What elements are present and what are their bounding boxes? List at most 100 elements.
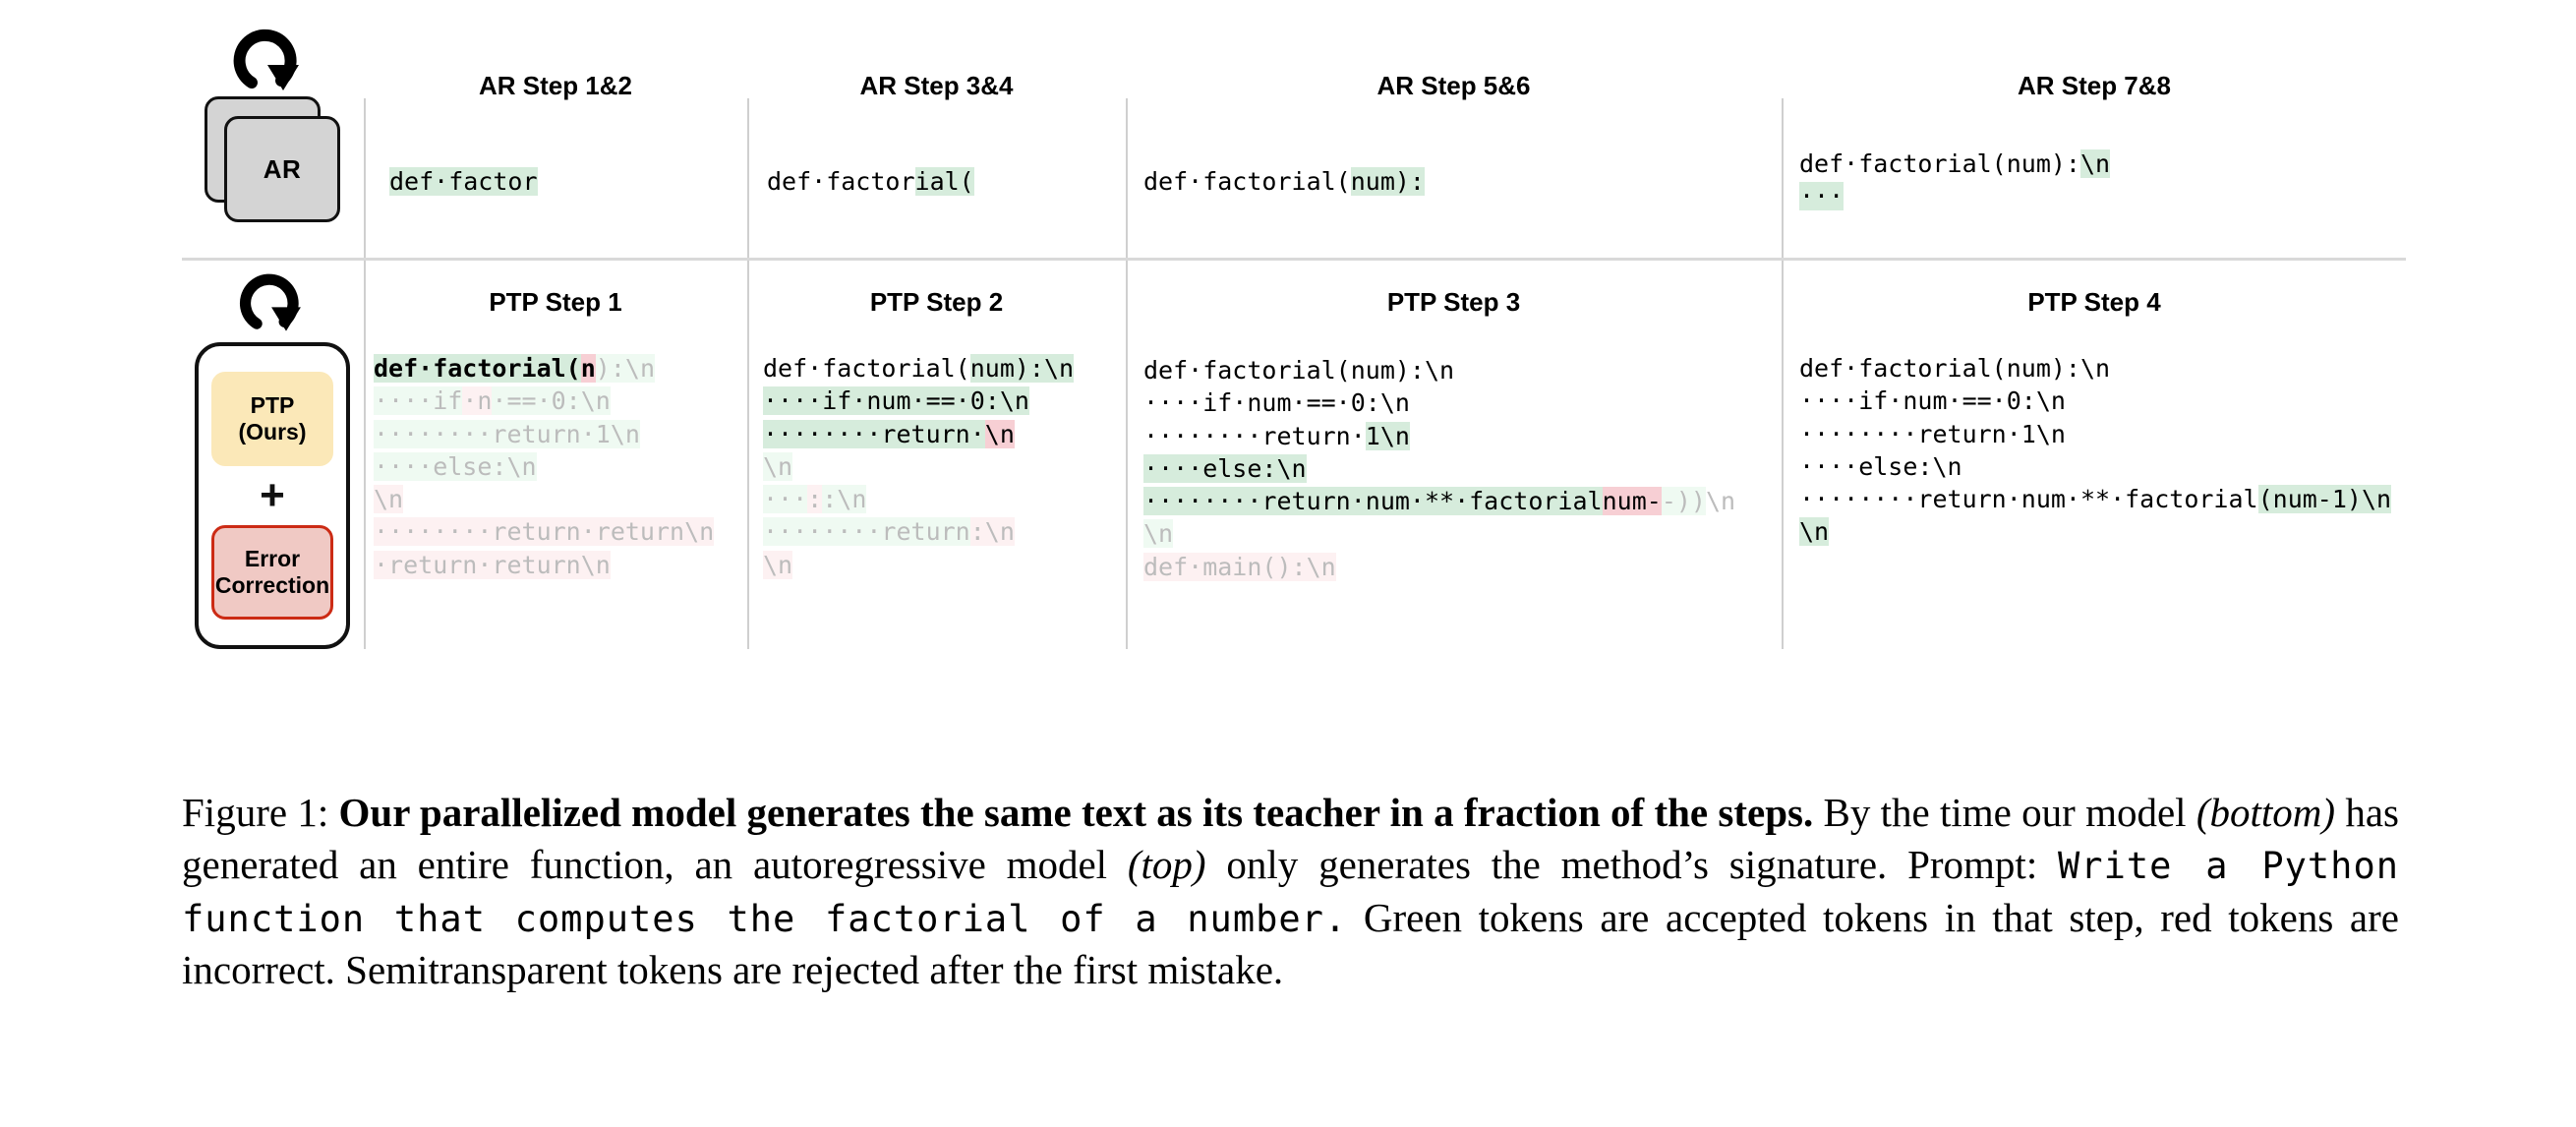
error-pill-line2: Correction [214,572,330,598]
code-token: def·factorial(num):\n [1799,354,2111,383]
plus-symbol: + [260,471,285,519]
code-token: n [580,354,596,383]
code-line: ····else:\n [1799,450,2391,483]
code-token: \n [984,419,1015,448]
code-token: ial( [914,167,974,196]
code-token: ··· [763,485,808,513]
code-line: def·factorial(num):\n [1799,352,2391,385]
caption-label: Figure 1: [182,790,339,835]
code-token: :\n [822,485,867,513]
code-line: ····if·num·==·0:\n [1799,385,2391,417]
code-line: def·factorial(n):\n [374,352,714,385]
code-token: \n [763,550,793,579]
ptp-column-header-3: PTP Step 3 [1386,287,1521,317]
code-token: ·return·return\n [374,550,611,579]
refresh-loop-icon [224,16,313,94]
code-token: :\n [969,517,1015,547]
figure-panel: AR PTP (Ours) + Error Correction AR Step… [182,16,2406,649]
code-token: def·factor [389,167,538,196]
code-line: def·factor [389,165,538,198]
code-token: \n [763,451,793,481]
code-token: ····else:\n [1799,451,1962,481]
ar-card-front: AR [224,116,340,222]
code-line: ····if·num·==·0:\n [763,385,1074,417]
code-token: 1\n [1365,421,1410,450]
ptp-code-cell-4: def·factorial(num):\n ····if·num·==·0:\n ·… [1799,352,2392,549]
code-token: ··· [1799,182,1844,211]
code-token: def·factor [767,167,915,196]
code-line: ········return·return\n [374,515,715,548]
code-token: ····if·num·==·0:\n [763,386,1029,416]
code-line: ··· [1799,180,2110,212]
column-divider-4 [1782,98,1784,649]
ar-card-label: AR [263,153,302,184]
code-line: \n [763,549,1074,581]
code-token: ········return· [1143,421,1366,450]
code-token: ····else:\n [1143,453,1307,483]
code-line: ········return·1\n [1143,420,1735,452]
code-token: ········return· [763,419,985,448]
error-pill-line1: Error [244,546,301,572]
code-token: -)) [1661,487,1706,515]
ptp-code-cell-1: def·factorial(n):\n····if·n·==·0:\n·····… [374,352,715,581]
code-token: \n [1799,517,1830,547]
code-token: def·factorial(num):\n [1143,356,1455,385]
caption-prompt-text: Write a Python function that computes th… [182,845,2400,940]
code-line: ·return·return\n [374,549,714,581]
column-divider-1 [364,98,366,649]
ar-code-cell-4: def·factorial(num):\n··· [1799,148,2111,213]
ptp-pill-line2: (Ours) [238,419,307,445]
column-divider-3 [1126,98,1128,649]
code-line: \n [763,450,1074,483]
code-token: ) [595,354,611,383]
figure-caption: Figure 1: Our parallelized model generat… [182,787,2399,996]
code-token: ····if·num·==·0:\n [1143,388,1410,418]
ar-code-cell-1: def·factor [389,165,538,198]
code-line: def·factorial(num):\n [763,352,1075,385]
code-token: ····if·num·==·0:\n [1799,386,2066,416]
code-token: ········return·1\n [1799,419,2066,448]
code-token: \n [624,354,656,383]
code-line: ········return·\n [763,418,1074,450]
error-correction-pill: Error Correction [211,525,333,620]
code-line: def·factorial(num):\n [1799,148,2111,180]
ar-column-header-1: AR Step 1&2 [478,71,633,100]
code-line: \n [374,483,714,515]
ar-stacked-cards-icon: AR [205,96,340,222]
ptp-code-cell-2: def·factorial(num):\n····if·num·==·0:\n·… [763,352,1075,581]
code-line: def·main():\n [1143,551,1735,583]
caption-part3: only generates the method’s signature. P… [1205,842,2059,888]
code-token: ········return·1\n [374,419,640,448]
code-token: \n [1143,519,1174,549]
code-token: : [610,354,625,383]
ptp-column-header-1: PTP Step 1 [489,287,622,317]
code-token: (num-1)\n [2257,485,2392,513]
caption-part4: Green tokens are accepted tokens in that… [182,894,2399,992]
code-line: ········return·num·**·factorialnum--))\n [1143,485,1735,517]
ptp-column-header-4: PTP Step 4 [2027,287,2161,317]
ptp-code-cell-3: def·factorial(num):\n····if·num·==·0:\n·… [1143,354,1735,583]
code-token: def·main():\n [1143,552,1336,581]
code-token: ········return·num·**·factorial [1143,487,1603,515]
code-line: ····if·n·==·0:\n [374,385,714,417]
code-token: def·factorial( [374,354,581,383]
caption-part1: By the time our model [1813,790,2196,835]
code-line: ····else:\n [374,450,714,483]
ptp-column-header-2: PTP Step 2 [869,287,1004,317]
code-token: num- [1602,487,1662,515]
code-token: ····if [374,386,463,416]
ptp-pill: PTP (Ours) [211,372,333,466]
caption-bold-lead: Our parallelized model generates the sam… [338,790,1814,835]
code-token: ·==·0:\n [492,386,611,416]
code-line: ···::\n [763,483,1074,515]
ptp-pill-line1: PTP [250,392,295,419]
code-token: ····else:\n [374,451,537,481]
code-line: \n [1143,517,1735,550]
code-line: ····else:\n [1143,452,1735,485]
refresh-loop-icon [231,261,314,335]
code-token: def·factorial( [763,354,970,383]
code-token: ········return·num·**·factorial [1799,485,2258,513]
code-token: ········return [763,517,970,547]
caption-italic-bottom: (bottom) [2195,790,2336,835]
code-line: ········return·1\n [374,418,714,450]
